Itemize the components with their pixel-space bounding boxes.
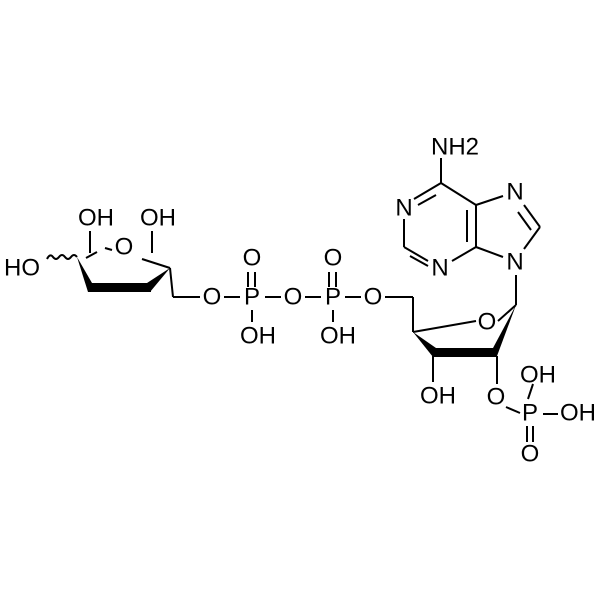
sugar-ring-o-label: O (115, 234, 134, 261)
furanose-bonds (46, 231, 174, 298)
p2-oh-label: OH (320, 323, 356, 350)
p1-o-double-label: O (243, 245, 262, 272)
n9-label: N (506, 249, 523, 276)
n1-label: N (395, 195, 412, 222)
ribose-2-o-label: O (487, 384, 506, 411)
phosphate3-p-label: P (522, 400, 538, 427)
phosphate3-oh-top-label: OH (520, 362, 556, 389)
sugar-ho-label: HO (4, 255, 40, 282)
p2-label: P (325, 284, 341, 311)
o5-label: O (364, 284, 383, 311)
sugar-oh-left-label: OH (78, 205, 114, 232)
bridge-o-label: O (284, 284, 303, 311)
o-sugar5-label: O (203, 284, 222, 311)
n7-label: N (506, 179, 523, 206)
ribose-bonds (385, 296, 558, 442)
p2-o-double-label: O (324, 245, 343, 272)
phosphate3-oh-right-label: OH (560, 400, 596, 427)
diphosphate-bonds (173, 272, 361, 322)
n3-label: N (431, 255, 448, 282)
p1-label: P (244, 284, 260, 311)
sugar-oh-right-label: OH (140, 205, 176, 232)
adenine-bonds (403, 158, 541, 305)
ribose-ring-o-label: O (478, 309, 497, 336)
nh2-label: NH2 (431, 134, 479, 161)
ribose-3-oh-label: OH (420, 383, 456, 410)
p1-oh-label: OH (240, 323, 276, 350)
phosphate3-o-double-label: O (521, 441, 540, 468)
